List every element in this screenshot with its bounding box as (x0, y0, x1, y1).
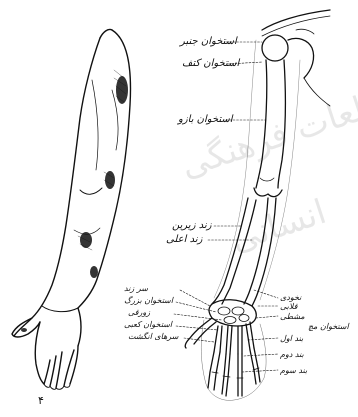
label-ulna: زند زیرین (172, 220, 212, 231)
label-clavicle: استخوان جنبر (180, 36, 237, 47)
label-right-2: قلابی (280, 302, 298, 311)
label-carpal-1: سر زند (124, 284, 148, 293)
label-right-1: نخودی (280, 293, 301, 302)
label-carpal-5: سرهای انگشت (128, 332, 178, 341)
page-number: ۴ (38, 394, 44, 407)
label-right-4: بند اول (280, 334, 303, 343)
label-right-5: بند دوم (280, 350, 304, 359)
external-arm-drawing (12, 29, 130, 389)
external-arm-shading (21, 76, 128, 332)
label-wrist: استخوان مچ (308, 322, 349, 331)
label-radius: زند اعلی (166, 234, 202, 245)
label-humerus: استخوان بازو (178, 114, 233, 125)
label-carpal-4: استخوان کعبی (124, 320, 172, 329)
label-right-3: مشطی (280, 312, 305, 321)
label-carpal-2: استخوان بزرگ (124, 296, 173, 305)
label-scapula: استخوان کتف (182, 58, 239, 69)
label-right-6: بند سوم (280, 366, 307, 375)
label-carpal-3: زورقی (128, 308, 150, 317)
